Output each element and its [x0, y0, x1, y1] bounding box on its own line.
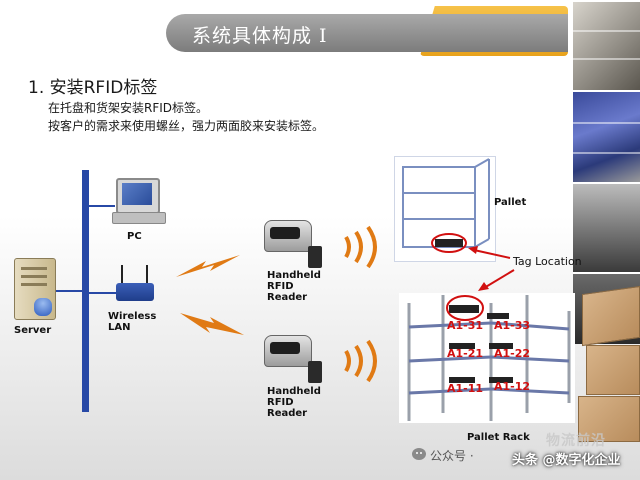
- reader-bottom-label-1: Handheld: [267, 386, 321, 397]
- watermark-faded: 物流前沿: [546, 433, 606, 449]
- server-connector: [55, 290, 82, 292]
- router-connector: [89, 292, 116, 294]
- watermark-handle: 头条 @数字化企业: [512, 453, 621, 468]
- carton-box-image: [578, 396, 640, 442]
- warehouse-photo-3: [573, 182, 640, 272]
- pallet-rack-label: Pallet Rack: [467, 432, 530, 443]
- reader-window: [270, 227, 300, 239]
- rack-tag-label: A1-12: [494, 380, 531, 393]
- database-icon: [34, 298, 52, 316]
- rack-tag-label: A1-22: [494, 347, 531, 360]
- server-label: Server: [14, 325, 52, 336]
- carton-box-image: [586, 345, 640, 395]
- wireless-label-1: Wireless: [108, 311, 157, 322]
- antenna-icon: [121, 265, 123, 285]
- wireless-router-icon: [116, 283, 154, 301]
- rack-tag-label: A1-31: [447, 319, 484, 332]
- rf-wave-icon: [344, 339, 377, 383]
- reader-top-label-2: RFID: [267, 281, 294, 292]
- wireless-label-2: LAN: [108, 322, 131, 333]
- rack-tag-label: A1-11: [447, 382, 484, 395]
- reader-grip: [308, 361, 322, 383]
- pc-screen: [122, 183, 152, 205]
- carton-box-image: [582, 285, 640, 347]
- warehouse-photo-1: [573, 0, 640, 90]
- arrow-icon: [478, 269, 515, 291]
- reader-window: [270, 342, 300, 354]
- reader-top-label-3: Reader: [267, 292, 308, 303]
- reader-grip: [308, 246, 322, 268]
- pc-label: PC: [127, 231, 142, 242]
- pallet-label: Pallet: [494, 197, 527, 208]
- network-backbone: [82, 170, 89, 412]
- rack-tag-label: A1-21: [447, 347, 484, 360]
- reader-bottom-label-3: Reader: [267, 408, 308, 419]
- rf-wave-icon: [344, 225, 377, 269]
- description-line-1: 在托盘和货架安装RFID标签。: [48, 101, 209, 115]
- wireless-signal-icon: [180, 313, 244, 335]
- wechat-icon: [412, 448, 426, 460]
- description-line-2: 按客户的需求来使用螺丝，强力两面胶来安装标签。: [48, 119, 325, 133]
- watermark-text: 公众号 ·: [430, 449, 474, 463]
- warehouse-photo-2: [573, 90, 640, 182]
- wireless-signal-icon: [176, 255, 240, 277]
- reader-bottom-label-2: RFID: [267, 397, 294, 408]
- rack-tag-label: A1-33: [494, 319, 531, 332]
- tag-location-label: Tag Location: [513, 255, 582, 268]
- pallet-rack-image: [399, 293, 575, 423]
- reader-top-label-1: Handheld: [267, 270, 321, 281]
- slide-title: 系统具体构成 Ⅰ: [192, 25, 328, 47]
- arrow-icon: [468, 246, 511, 259]
- pc-connector: [89, 205, 115, 207]
- pallet-image: [394, 156, 496, 262]
- section-heading: 1. 安装RFID标签: [28, 78, 158, 98]
- antenna-icon: [146, 265, 148, 285]
- title-bar: [166, 14, 568, 52]
- pc-base: [112, 212, 166, 224]
